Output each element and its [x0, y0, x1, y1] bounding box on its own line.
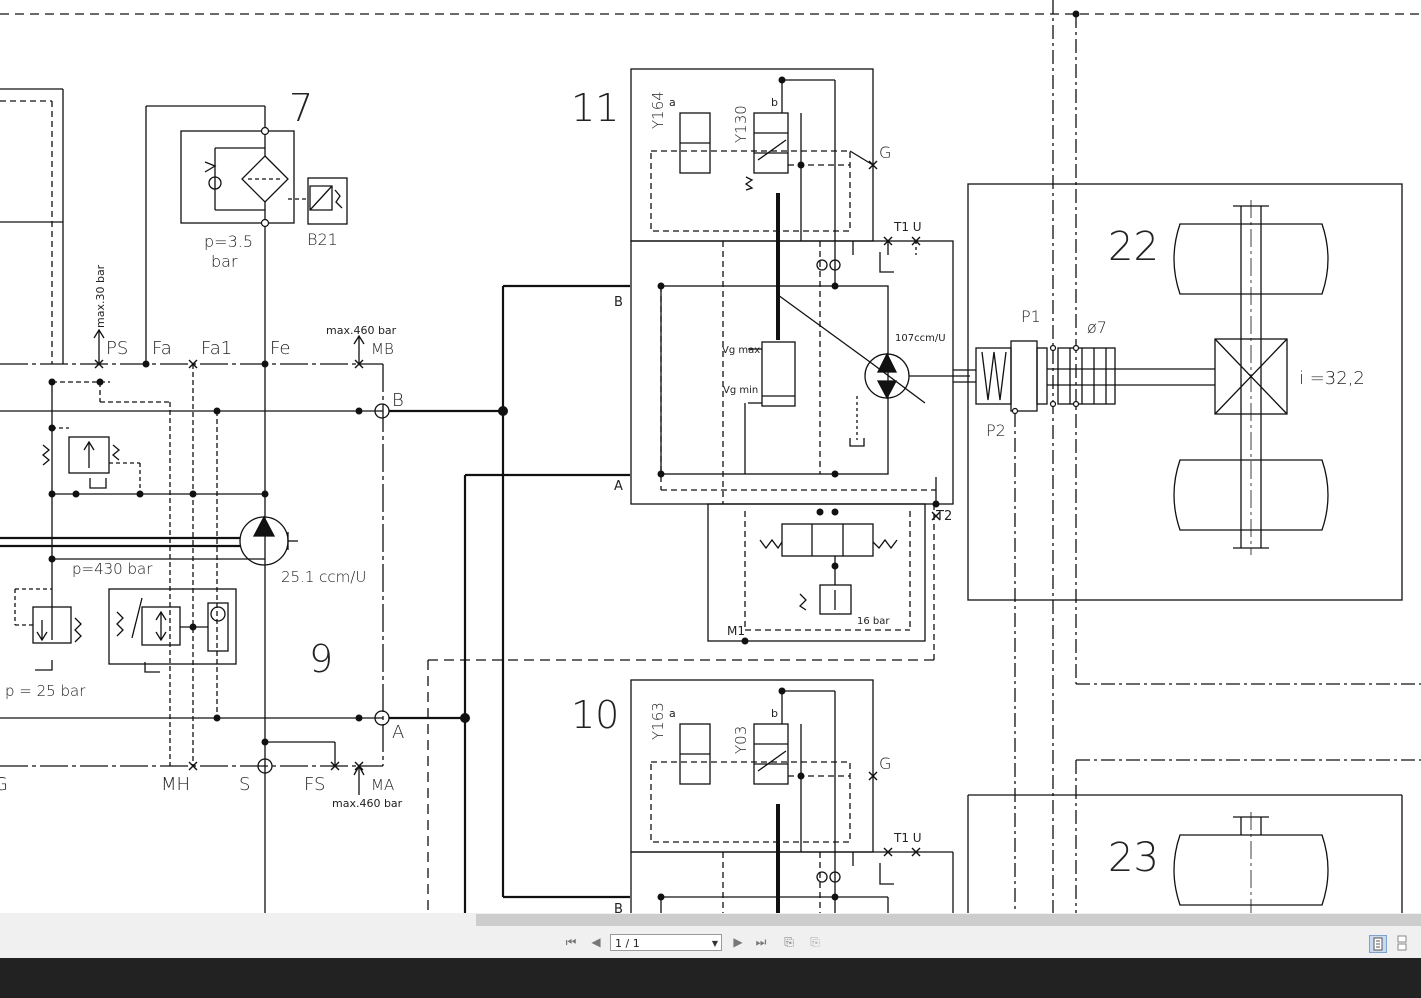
- pump-displacement-label: 25.1 ccm/U: [281, 568, 366, 586]
- navigate-forward-icon[interactable]: ⎘: [810, 935, 820, 949]
- next-page-icon[interactable]: ▶: [733, 935, 743, 949]
- first-page-icon[interactable]: ⏮: [565, 935, 577, 949]
- port-A-motor-label: A: [614, 479, 623, 494]
- junction-dots: [48, 10, 1080, 901]
- component-number-22: 22: [1108, 224, 1159, 270]
- filter-pressure-unit: bar: [211, 252, 238, 271]
- port-Fa1-label: Fa1: [201, 338, 232, 359]
- port-MA-label: MA: [371, 776, 394, 794]
- navigate-back-icon[interactable]: ⎘: [784, 935, 794, 949]
- page-number-select[interactable]: 1 / 1 ▼: [610, 934, 722, 951]
- port-MH-label: MH: [161, 774, 190, 795]
- p25-label: p = 25 bar: [5, 682, 86, 700]
- port-S-label: S: [239, 774, 250, 795]
- chevron-down-icon[interactable]: ▼: [711, 939, 718, 948]
- port-PS-label: PS: [106, 338, 128, 359]
- max460-bottom-label: max.460 bar: [332, 797, 403, 810]
- port-G-left-label: G: [0, 774, 8, 795]
- motor-displacement-label: 107ccm/U: [895, 333, 946, 344]
- solenoid-b-label: b: [771, 96, 778, 109]
- port-Fe-label: Fe: [270, 338, 290, 359]
- sensor-label: B21: [307, 230, 338, 249]
- port-G-label: G: [879, 143, 891, 162]
- component-number-11: 11: [571, 86, 619, 130]
- horizontal-scrollbar[interactable]: [0, 913, 1421, 927]
- flush-pressure-label: 16 bar: [857, 616, 890, 627]
- solenoid-Y130-label: Y130: [732, 105, 750, 143]
- port-B-pump-label: B: [392, 390, 404, 411]
- solenoid-Y163-label: Y163: [649, 702, 667, 740]
- orifice-diameter-label: ø7: [1087, 318, 1107, 337]
- port-T1U-label-2: T1 U: [893, 831, 922, 845]
- port-P2-label: P2: [986, 421, 1006, 440]
- port-T2-label: T2: [935, 509, 952, 524]
- port-A-pump-label: A: [392, 722, 404, 743]
- solenoid-a-label: a: [669, 96, 676, 109]
- last-page-icon[interactable]: ⏭: [755, 935, 767, 949]
- solenoid-b-label-2: b: [771, 707, 778, 720]
- port-G-label-2: G: [879, 754, 891, 773]
- port-M1-label: M1: [727, 624, 745, 638]
- component-number-10: 10: [571, 693, 619, 737]
- filter-pressure-label: p=3.5: [204, 232, 253, 251]
- max30-label: max.30 bar: [94, 264, 107, 328]
- previous-page-icon[interactable]: ◀: [591, 935, 601, 949]
- max460-top-label: max.460 bar: [326, 324, 397, 337]
- port-B-motor-label-2: B: [614, 902, 623, 913]
- continuous-view-icon[interactable]: [1394, 935, 1410, 951]
- port-MB-label: MB: [371, 340, 394, 358]
- single-page-view-icon[interactable]: [1369, 935, 1387, 953]
- bottom-dark-bar: [0, 958, 1421, 998]
- port-FS-label: FS: [304, 774, 325, 795]
- page-navigation-toolbar: ⏮ ◀ 1 / 1 ▼ ▶ ⏭ ⎘ ⎘: [0, 927, 1421, 958]
- vgmin-label: Vg min: [723, 385, 758, 396]
- component-number-23: 23: [1108, 835, 1159, 881]
- port-P1-label: P1: [1021, 307, 1041, 326]
- port-Fa-label: Fa: [152, 338, 172, 359]
- page-number-value: 1 / 1: [615, 937, 640, 950]
- gear-ratio-label: i =32,2: [1299, 368, 1365, 389]
- scrollbar-thumb[interactable]: [476, 914, 1421, 926]
- solenoid-a-label-2: a: [669, 707, 676, 720]
- solenoid-Y03-label: Y03: [732, 726, 750, 754]
- component-number-9: 9: [309, 637, 333, 681]
- p430-label: p=430 bar: [72, 560, 153, 578]
- solenoid-Y164-label: Y164: [649, 91, 667, 129]
- vgmax-label: Vg max: [722, 345, 760, 356]
- hydraulic-schematic: 7 p=3.5 bar B21 max.30 bar PS Fa Fa1 Fe …: [0, 0, 1421, 913]
- port-B-motor-label: B: [614, 295, 623, 310]
- port-T1U-label: T1 U: [893, 220, 922, 234]
- component-number-7: 7: [289, 86, 313, 130]
